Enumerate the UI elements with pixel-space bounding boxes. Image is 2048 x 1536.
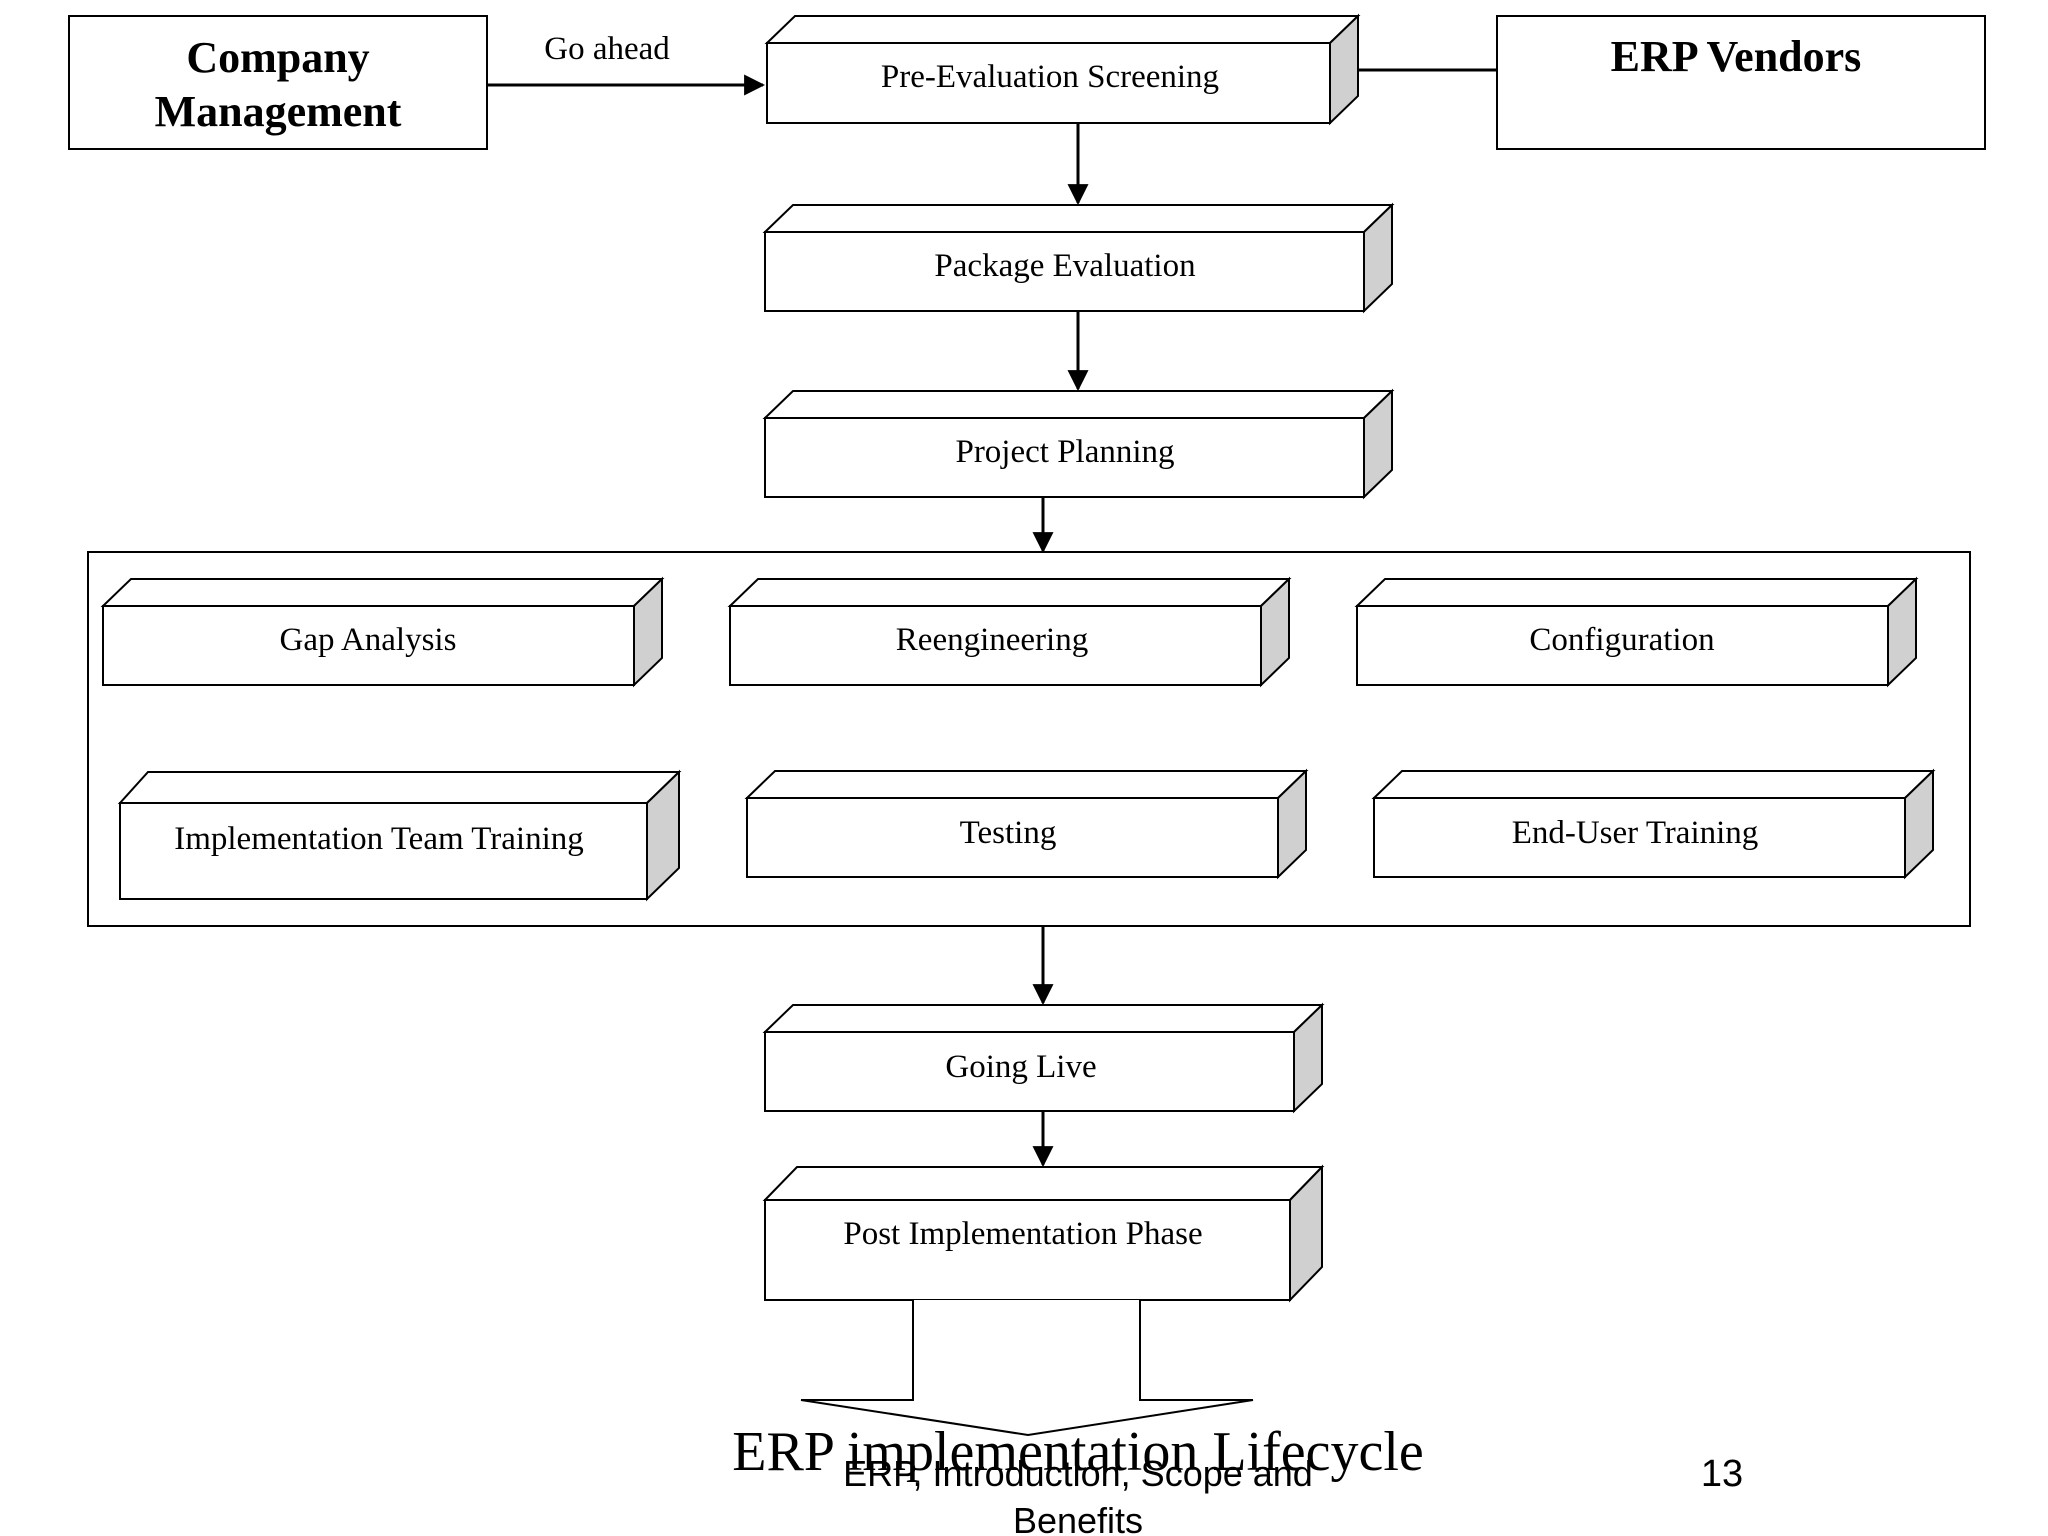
erp-vendors-label: ERP Vendors (1611, 32, 1862, 81)
footer-text-line2: Benefits (1013, 1500, 1143, 1536)
project-planning-label: Project Planning (955, 434, 1174, 470)
go-ahead-label: Go ahead (544, 31, 670, 67)
pre-evaluation-label: Pre-Evaluation Screening (881, 59, 1219, 95)
reengineering-label: Reengineering (896, 622, 1088, 658)
continuation-block-arrow (800, 1300, 1254, 1437)
company-management-box: Company Management (68, 15, 488, 150)
implementation-team-training-label: Implementation Team Training (174, 821, 584, 857)
package-evaluation-label: Package Evaluation (934, 248, 1195, 284)
end-user-training-box: End-User Training (1371, 768, 1936, 880)
project-planning-box: Project Planning (762, 388, 1395, 500)
pre-evaluation-box: Pre-Evaluation Screening (764, 13, 1361, 126)
gap-analysis-box: Gap Analysis (100, 576, 665, 688)
implementation-team-training-box: Implementation Team Training (117, 769, 682, 902)
configuration-box: Configuration (1354, 576, 1919, 688)
company-management-label-line2: Management (155, 87, 402, 136)
testing-label: Testing (960, 815, 1057, 851)
going-live-label: Going Live (945, 1049, 1096, 1085)
erp-vendors-box: ERP Vendors (1496, 15, 1986, 150)
testing-box: Testing (744, 768, 1309, 880)
going-live-box: Going Live (762, 1002, 1325, 1114)
company-management-label-line1: Company (186, 33, 369, 82)
end-user-training-label: End-User Training (1512, 815, 1759, 851)
gap-analysis-label: Gap Analysis (280, 622, 457, 658)
go-ahead-connector: Go ahead (487, 31, 766, 96)
reengineering-box: Reengineering (727, 576, 1292, 688)
page-number: 13 (1701, 1453, 1743, 1495)
configuration-label: Configuration (1529, 622, 1714, 658)
package-evaluation-box: Package Evaluation (762, 202, 1395, 314)
slide-title: ERP implementation Lifecycle (732, 1421, 1424, 1483)
footer-text-line1: ERP, Introduction, Scope and (843, 1453, 1313, 1494)
implementation-phase-group (87, 551, 1971, 927)
post-implementation-box: Post Implementation Phase (762, 1164, 1325, 1303)
post-implementation-label: Post Implementation Phase (843, 1216, 1202, 1252)
